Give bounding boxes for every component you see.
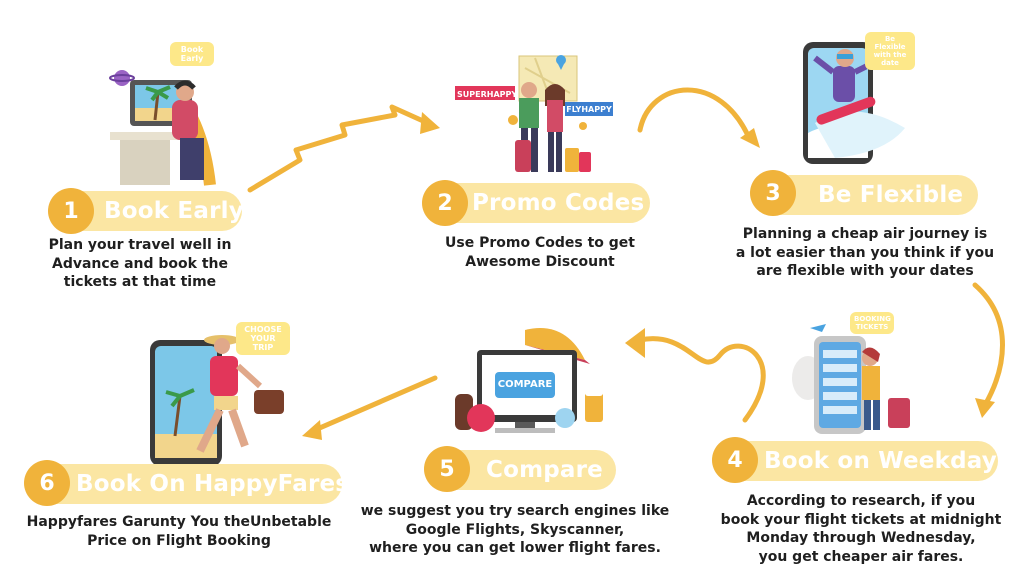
step-4-pill xyxy=(722,441,998,481)
badge-book-early: Book Early xyxy=(170,42,214,66)
illustration-compare xyxy=(455,328,603,433)
badge-booking-tickets: BOOKING TICKETS xyxy=(850,312,894,334)
step-3-title: Be Flexible xyxy=(818,182,964,208)
arrow-3-to-4 xyxy=(972,282,1005,408)
tag-flyhappy: FLYHAPPY xyxy=(566,105,612,114)
arrow-5-to-6 xyxy=(312,375,438,433)
step-4-description: According to research, if you book your … xyxy=(720,493,1002,565)
step-4-title: Book on Weekdays xyxy=(764,448,1011,474)
step-3-pill xyxy=(760,175,978,215)
illustration-book-on-weekdays xyxy=(792,324,910,434)
arrow-1-to-2 xyxy=(247,104,435,193)
step-6-description: Happyfares Garunty You theUnbetable Pric… xyxy=(26,514,332,549)
step-6-number: 6 xyxy=(24,460,70,506)
step-4-number: 4 xyxy=(712,437,758,483)
badge-be-flexible: Be Flexible with the date xyxy=(865,32,915,70)
step-3-description: Planning a cheap air journey is a lot ea… xyxy=(735,226,995,279)
arrow-2-to-3 xyxy=(637,87,753,143)
step-5-title: Compare xyxy=(486,457,603,483)
compare-screen-label: COMPARE xyxy=(497,379,553,390)
step-2-pill xyxy=(432,183,650,223)
illustration-be-flexible xyxy=(803,42,905,164)
step-2-title: Promo Codes xyxy=(472,190,645,216)
step-5-description: we suggest you try search engines like G… xyxy=(360,503,670,556)
step-2-description: Use Promo Codes to get Awesome Discount xyxy=(445,235,635,270)
step-6-pill xyxy=(36,464,342,504)
illustration-book-on-happyfares xyxy=(150,335,284,466)
badge-choose-your-trip: CHOOSE YOUR TRIP xyxy=(236,322,290,355)
step-2-number: 2 xyxy=(422,180,468,226)
arrow-4-to-5 xyxy=(637,336,766,423)
step-1-description: Plan your travel well in Advance and boo… xyxy=(48,237,232,290)
illustration-book-early xyxy=(109,70,216,186)
illustration-promo-codes xyxy=(455,55,613,172)
step-3-number: 3 xyxy=(750,170,796,216)
step-6-title: Book On HappyFares xyxy=(76,471,350,497)
step-1-title: Book Early xyxy=(104,198,244,224)
tag-superhappy: SUPERHAPPY xyxy=(457,90,518,99)
step-1-number: 1 xyxy=(48,188,94,234)
step-5-number: 5 xyxy=(424,446,470,492)
